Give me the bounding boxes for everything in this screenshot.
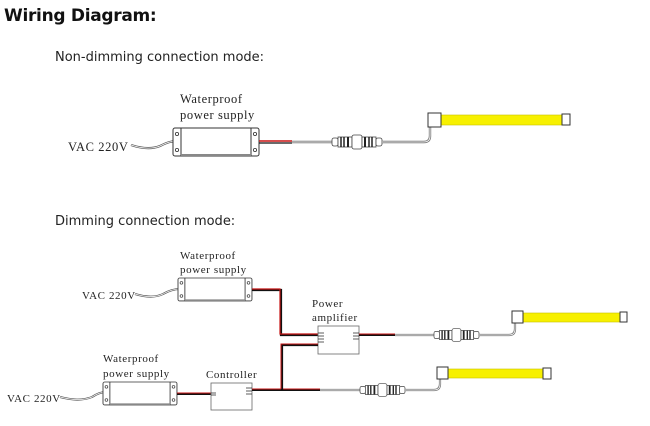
power-supply	[172, 127, 260, 157]
psu-label-line2: power supply	[180, 108, 255, 122]
upper-psu-label-line2: power supply	[180, 264, 247, 276]
dimming-diagram: Waterproof power supply VAC 220V Power a…	[7, 250, 628, 411]
upper-waterproof-connector	[433, 327, 480, 343]
upper-vac-input-label: VAC 220V	[82, 290, 136, 302]
vac-input-label: VAC 220V	[68, 140, 128, 154]
lower-vac-input-label: VAC 220V	[7, 393, 61, 405]
power-amplifier	[317, 325, 360, 355]
led-end-cap	[619, 311, 628, 323]
amplifier-label-line1: Power	[312, 298, 343, 310]
led-end-cap	[561, 113, 571, 126]
upper-power-wire	[252, 288, 318, 337]
amplifier-label-line2: amplifier	[312, 312, 358, 324]
upper-power-supply	[177, 277, 253, 302]
lower-power-supply	[102, 381, 178, 406]
controller	[210, 382, 253, 411]
dimming-heading: Dimming connection mode:	[55, 214, 236, 229]
led-end-cap	[542, 367, 552, 380]
upper-led-neon-strip	[512, 312, 622, 323]
led-neon-strip	[427, 114, 564, 126]
page-title: Wiring Diagram:	[4, 6, 157, 26]
lower-psu-label-line2: power supply	[103, 368, 170, 380]
psu-label-line1: Waterproof	[180, 92, 243, 106]
signal-wire-to-amplifier	[280, 343, 318, 390]
led-end-cap	[511, 310, 524, 324]
led-end-cap	[436, 366, 449, 380]
upper-psu-label-line1: Waterproof	[180, 250, 236, 262]
non-dimming-diagram: Waterproof power supply VAC 220V	[68, 92, 571, 157]
controller-label: Controller	[206, 369, 257, 381]
lower-led-neon-strip	[437, 368, 545, 379]
led-end-cap	[427, 112, 442, 128]
lower-waterproof-connector	[359, 382, 406, 398]
non-dimming-heading: Non-dimming connection mode:	[55, 50, 265, 65]
lower-psu-label-line1: Waterproof	[103, 353, 159, 365]
waterproof-connector	[331, 134, 383, 150]
